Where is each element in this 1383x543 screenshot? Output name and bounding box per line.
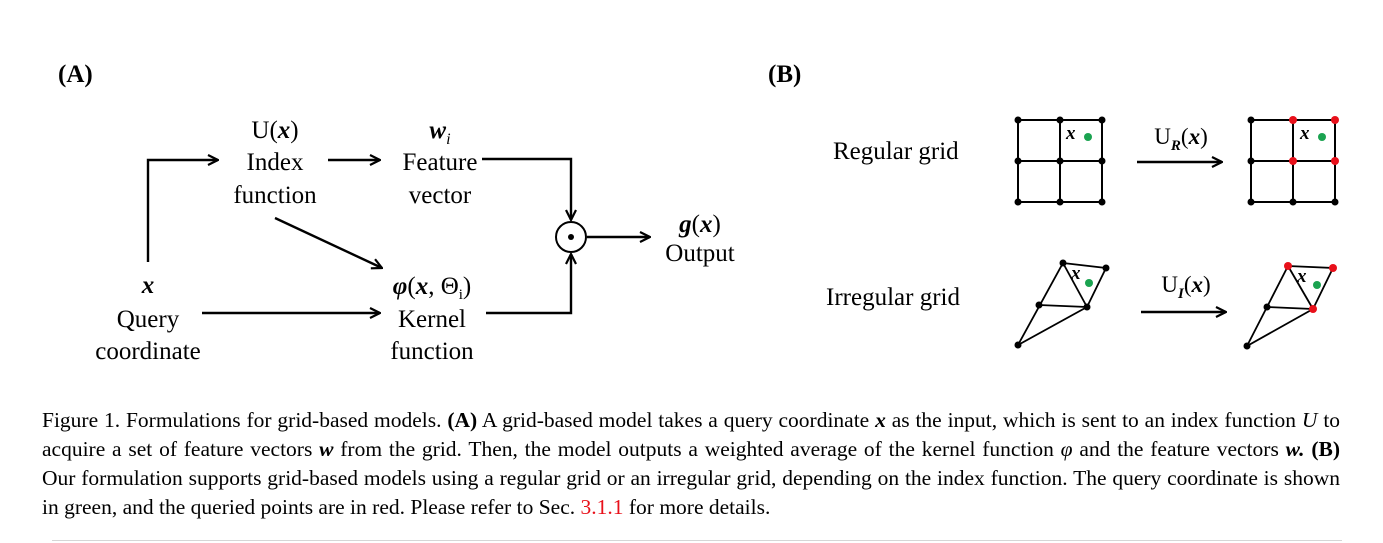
caption-w-symbol-2: w.: [1285, 437, 1305, 461]
arrow-kernel-to-op: [486, 254, 571, 315]
caption-a-text2: as the input, which is sent to an index …: [891, 408, 1297, 432]
caption-x-symbol: x: [875, 408, 886, 432]
arrow-feature-to-op: [482, 157, 571, 220]
regular-grid-before-x-label: x: [1065, 123, 1076, 144]
regular-grid-before-query-point: [1084, 133, 1092, 141]
irregular-grid-before-x-label: x: [1070, 263, 1081, 284]
query-math: x: [141, 272, 155, 299]
caption-intro: Formulations for grid-based models.: [125, 408, 442, 432]
arrow-index-to-kernel: [274, 216, 382, 268]
output-math: g(x): [678, 211, 721, 238]
caption-w-symbol: w: [319, 437, 334, 461]
query-line1: Query: [117, 306, 180, 333]
panel-b-label: (B): [768, 61, 801, 88]
irregular-grid-after: [1244, 265, 1335, 349]
output-label: Output: [665, 240, 735, 267]
index-function-line1: Index: [247, 149, 304, 176]
feature-vector-math: wi: [429, 117, 450, 148]
irregular-grid-label: Irregular grid: [826, 284, 960, 311]
irregular-grid-queried-points: [1284, 262, 1337, 313]
hadamard-operator: [555, 221, 587, 253]
caption-a-text5: and the feature vectors: [1079, 437, 1279, 461]
regular-grid-queried-points: [1289, 116, 1339, 165]
regular-grid-after-query-point: [1318, 133, 1326, 141]
page-divider: [52, 540, 1342, 541]
caption-b-tag: (B): [1311, 437, 1341, 461]
figure-diagram: (A) U(x) Index function wi Feature vecto…: [58, 61, 1339, 365]
irregular-grid-after-x-label: x: [1296, 266, 1307, 287]
caption-b-text2: for more details.: [628, 495, 771, 519]
regular-grid-after-x-label: x: [1299, 123, 1310, 144]
feature-vector-line2: vector: [409, 182, 472, 209]
kernel-line2: function: [390, 338, 474, 365]
irregular-arrow-math: UI(x): [1161, 272, 1210, 302]
kernel-line1: Kernel: [398, 306, 466, 333]
caption-a-text4: from the grid. Then, the model outputs a…: [340, 437, 1054, 461]
hadamard-dot: [568, 234, 574, 240]
caption-a-tag: (A): [447, 408, 478, 432]
regular-arrow-math: UR(x): [1154, 124, 1207, 154]
index-function-math: U(x): [251, 117, 298, 144]
caption-figure-label: Figure 1.: [42, 408, 121, 432]
irregular-grid-after-vertices: [1243, 303, 1271, 350]
irregular-grid-after-query-point: [1313, 281, 1321, 289]
figure-caption: Figure 1. Formulations for grid-based mo…: [42, 406, 1340, 522]
irregular-grid-before-vertices: [1014, 259, 1110, 349]
caption-a-text3: to acquire a set of feature vectors: [42, 408, 1341, 461]
panel-a-label: (A): [58, 61, 93, 88]
caption-phi-symbol: φ: [1060, 437, 1073, 461]
query-line2: coordinate: [95, 338, 201, 365]
kernel-math: φ(x, Θi): [393, 273, 472, 303]
section-reference-link[interactable]: 3.1.1: [580, 495, 624, 519]
caption-b-text1: Our formulation supports grid-based mode…: [42, 466, 1340, 519]
irregular-grid-before: [1015, 262, 1108, 348]
regular-grid-after-vertices: [1247, 116, 1339, 206]
arrow-query-to-index: [146, 160, 218, 262]
caption-a-text1: A grid-based model takes a query coordin…: [481, 408, 870, 432]
regular-grid-label: Regular grid: [833, 138, 959, 165]
irregular-grid-before-query-point: [1085, 279, 1093, 287]
feature-vector-line1: Feature: [403, 149, 478, 176]
regular-grid-before-vertices: [1014, 116, 1106, 206]
caption-u-symbol: U: [1301, 408, 1318, 432]
index-function-line2: function: [233, 182, 317, 209]
